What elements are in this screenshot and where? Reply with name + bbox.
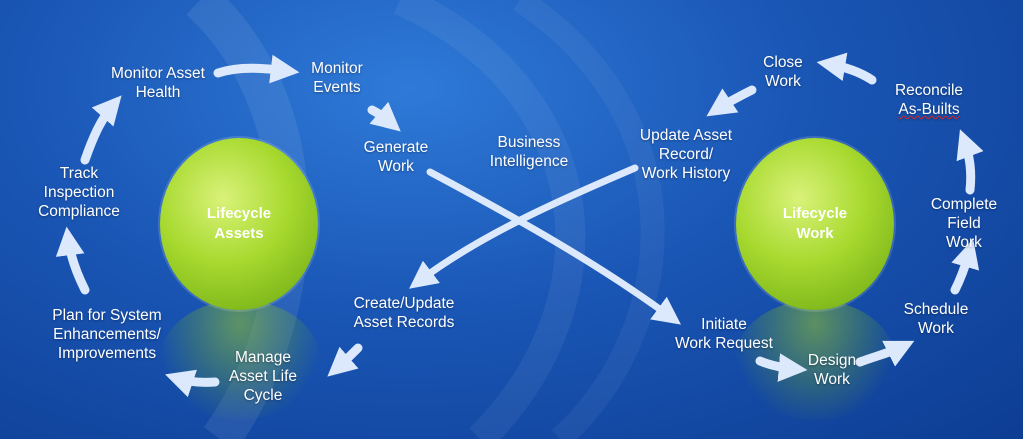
arrow-records-to-manage — [327, 343, 363, 377]
label-schedule-work: Schedule Work — [903, 301, 969, 337]
assets-hub-reflection — [160, 300, 320, 420]
label-initiate-work-request: Initiate Work Request — [675, 316, 773, 352]
arrow-plan-to-track — [55, 226, 90, 295]
label-reconcile-line1: Reconcile — [894, 82, 964, 99]
label-monitor-asset-health: Monitor Asset Health — [111, 65, 205, 101]
label-monitor-events: Monitor Events — [311, 60, 363, 96]
arrow-manage-to-plan — [165, 369, 220, 398]
arrow-schedule-to-complete — [950, 238, 980, 295]
arrow-health-to-events — [213, 54, 300, 84]
label-as-builts-line2: As-Builts — [898, 101, 960, 118]
arrow-update-to-create — [409, 164, 639, 289]
arrow-design-to-schedule — [855, 340, 915, 367]
label-close-work: Close Work — [763, 54, 803, 90]
label-create-update-asset-records: Create/Update Asset Records — [353, 295, 455, 331]
arrow-events-to-generate — [367, 101, 401, 132]
arrow-generate-to-initiate — [426, 168, 682, 325]
arrow-reconcile-to-close — [816, 52, 877, 85]
label-plan-for-system: Plan for System Enhancements/ Improvemen… — [52, 307, 162, 362]
label-generate-work: Generate Work — [363, 139, 429, 175]
label-manage-asset-life-cycle: Manage Asset Life Cycle — [228, 349, 298, 404]
lifecycle-assets-hub: Lifecycle Assets — [160, 138, 318, 310]
label-update-asset-record: Update Asset Record/ Work History — [639, 127, 733, 182]
label-business-intelligence: Business Intelligence — [489, 134, 569, 170]
arrow-track-to-health — [80, 95, 122, 165]
label-design-work: Design Work — [807, 352, 857, 388]
lifecycle-work-hub: Lifecycle Work — [736, 138, 894, 310]
arrow-complete-to-reconcile — [956, 129, 984, 195]
label-track-inspection: Track Inspection Compliance — [38, 165, 120, 220]
label-complete-field-work: Complete Field Work — [930, 196, 998, 251]
arrow-request-to-design — [755, 353, 808, 382]
arrow-close-to-update — [706, 85, 757, 117]
